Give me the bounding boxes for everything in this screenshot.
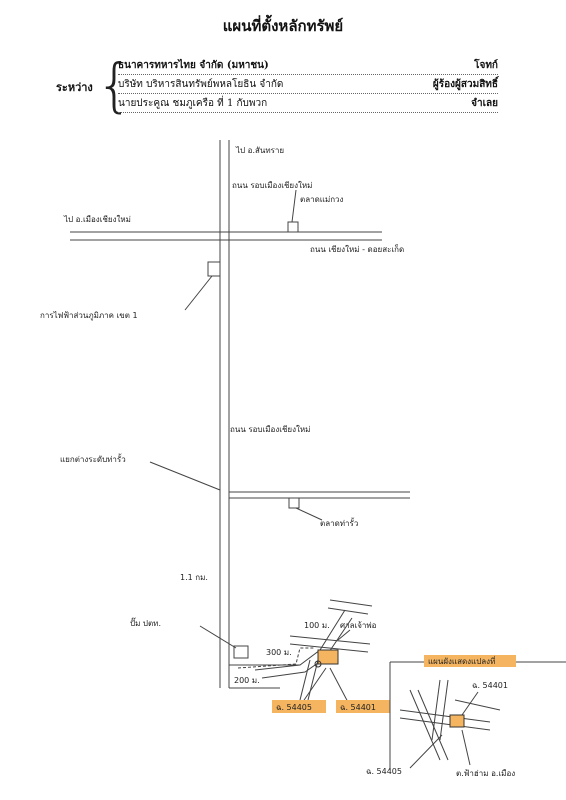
inset-title-highlight [424,655,516,667]
label-dist-100: 100 ม. [304,621,330,630]
leader-junction [149,461,221,491]
gas-station-box [233,645,249,659]
inset-plot-outline [449,714,465,728]
plot-highlight [318,650,338,664]
label-junction: แยกต่างระดับท่ารั้ว [60,453,126,464]
party-name: บริษัท บริหารสินทรัพย์พหลโยธิน จำกัด [118,79,284,90]
inset-leader-3 [461,729,471,766]
party-row-plaintiff: ธนาคารทหารไทย จำกัด (มหาชน) โจทก์ [118,58,498,75]
inset-road-b2 [399,717,491,731]
inset-road-a2 [417,689,449,761]
side-street-c [329,599,373,607]
party-row-defendant: นายประคูณ ชมภูเครือ ที่ 1 กับพวก จำเลย [118,96,498,113]
inset-road-b1 [399,709,491,723]
party-role: โจทก์ [474,60,498,71]
inset-road-d1 [431,679,441,741]
label-deed-2: ฉ. 54401 [340,703,376,712]
leader-deed-2 [329,667,351,707]
label-inset-deed-2: ฉ. 54401 [472,681,508,690]
deed-2-highlight [336,700,390,713]
label-temple: ศาลเจ้าพ่อ [340,621,377,630]
party-name: ธนาคารทหารไทย จำกัด (มหาชน) [118,60,269,71]
market-top-box [287,221,299,233]
dashed-route [237,647,314,669]
inset-road-c [454,699,501,711]
label-market-top: ตลาดแม่กวง [300,195,344,204]
label-market-bottom: ตลาดท่ารั้ว [320,517,358,528]
inset-road-d2 [439,679,449,741]
brace-symbol: { [96,51,133,119]
label-ring-road-upper: ถนน รอบเมืองเชียงใหม่ [232,181,312,190]
plot-marker [314,660,322,668]
label-gas-station: ปั๊ม ปตท. [130,617,161,628]
label-inset-deed-1: ฉ. 54405 [366,767,402,776]
deed-1-highlight [272,700,326,713]
label-inset-location: ต.ฟ้าฮ่าม อ.เมือง [456,769,515,778]
label-distance: 1.1 กม. [180,573,208,582]
inset-plot-highlight [450,715,464,727]
label-dist-200: 200 ม. [234,676,260,685]
plot-outline [317,649,339,665]
inset-leader-2 [461,691,479,716]
label-ring-road-lower: ถนน รอบเมืองเชียงใหม่ [230,425,310,434]
market-bottom-box [288,497,300,509]
leader-gas-station [199,625,237,649]
leader-market-bottom [295,507,323,521]
label-deed-1: ฉ. 54405 [276,703,312,712]
party-row-claimant: บริษัท บริหารสินทรัพย์พหลโยธิน จำกัด ผู้… [118,77,498,94]
inset-road-a1 [409,689,441,761]
pea-office-box [207,261,221,277]
party-role: จำเลย [471,98,498,109]
leader-market-top [291,189,297,223]
side-street-g [299,659,311,701]
label-to-west: ไป อ.เมืองเชียงใหม่ [63,215,131,224]
leader-pea [184,275,213,311]
between-label: ระหว่าง [56,81,93,94]
label-pea-office: การไฟฟ้าส่วนภูมิภาค เขต 1 [40,311,138,321]
party-role: ผู้ร้องผู้สวมสิทธิ์ [432,79,498,90]
label-road-east: ถนน เชียงใหม่ - ดอยสะเก็ด [310,244,404,254]
party-name: นายประคูณ ชมภูเครือ ที่ 1 กับพวก [118,98,268,109]
side-street-d [327,607,369,615]
side-street-f [289,643,369,653]
leader-deed-1 [299,667,327,707]
label-inset-title: แผนผังแสดงแปลงที่ [428,655,495,666]
label-dist-300: 300 ม. [266,648,292,657]
location-map: ไป อ.สันทราย ถนน รอบเมืองเชียงใหม่ ไป อ.… [40,140,566,778]
side-street-a [254,609,346,671]
page-title: แผนที่ตั้งหลักทรัพย์ [222,17,344,35]
leader-temple [337,629,351,641]
side-street-e [289,635,371,645]
inset-leader-1 [409,734,443,769]
label-to-north: ไป อ.สันทราย [235,146,284,155]
